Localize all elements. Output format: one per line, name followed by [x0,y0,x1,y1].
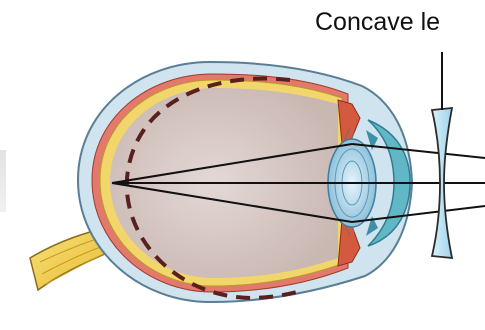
concave-lens-label: Concave le [315,8,440,37]
edge-artifact [0,150,6,212]
